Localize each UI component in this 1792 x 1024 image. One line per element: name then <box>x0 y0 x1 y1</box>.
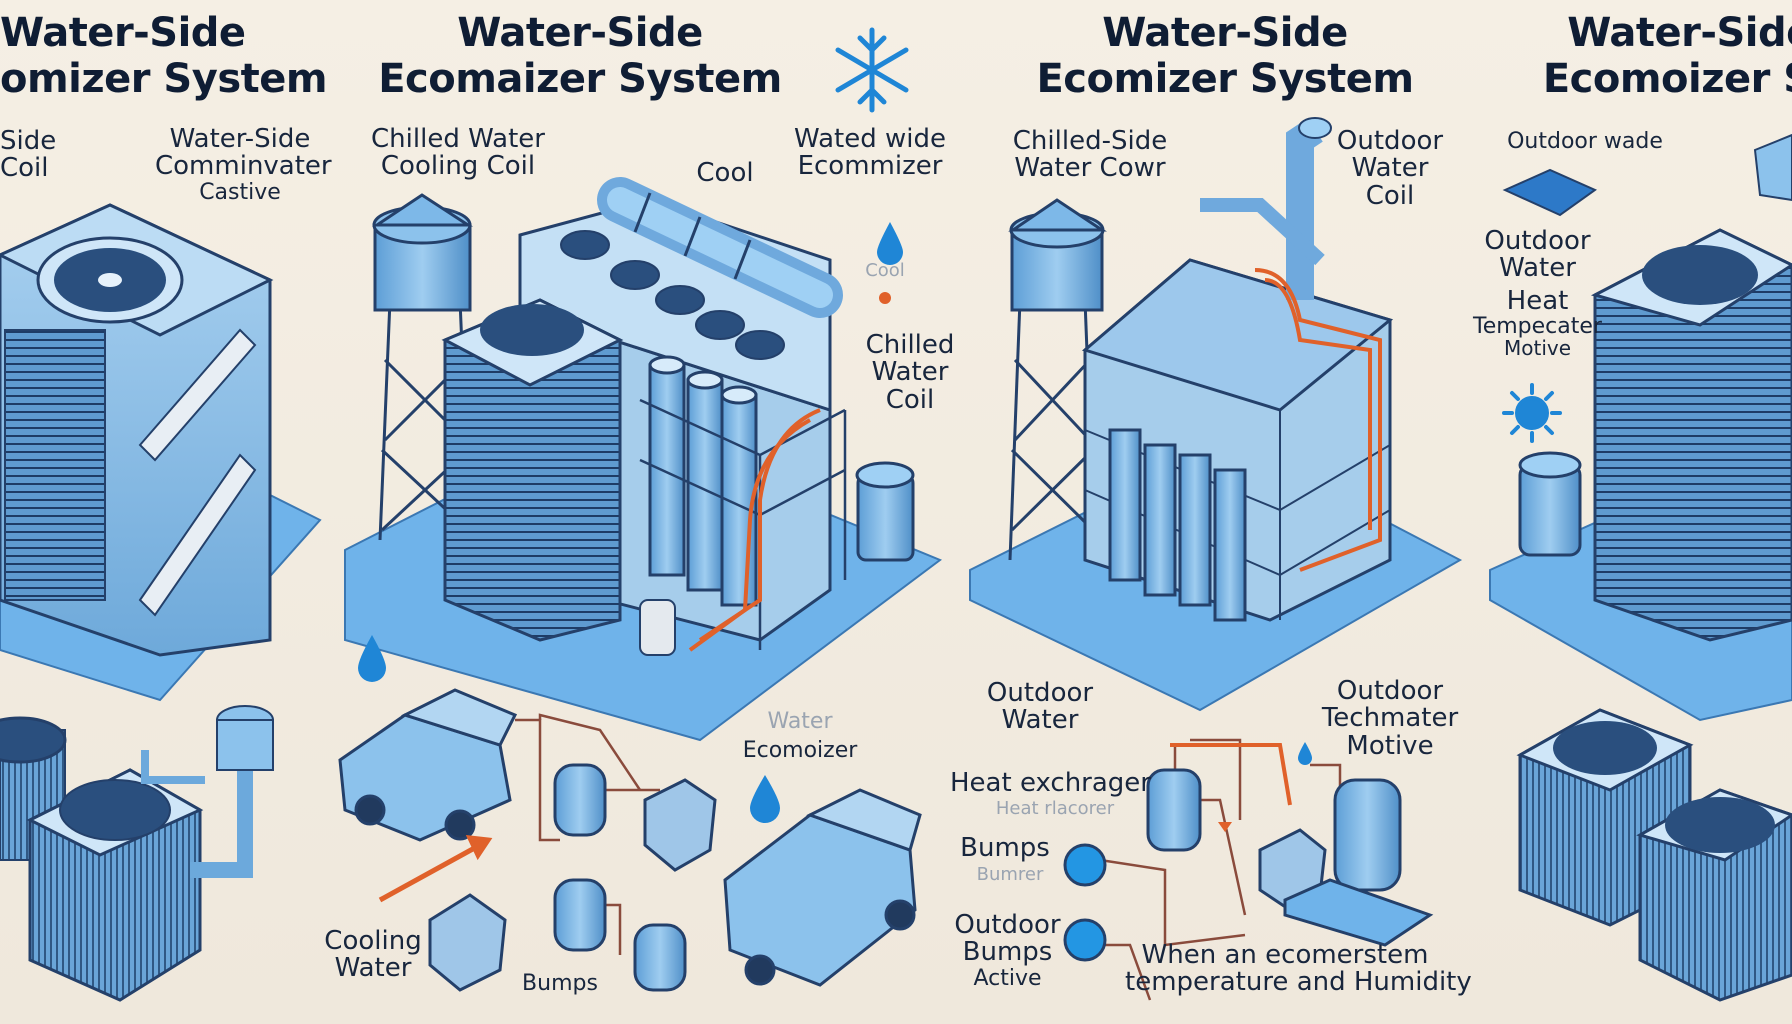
p3-outdoor-techmater-line-2: Techmater <box>1321 703 1459 734</box>
panel-3-title-line-1: Water-Side <box>1102 10 1348 56</box>
p3-outdoor-water-label: Outdoor Water <box>980 678 1100 736</box>
orange-dot <box>879 292 891 304</box>
p4-outdoor-water-line-2: Water <box>1499 253 1576 284</box>
p1-comminvater-line-1: Water-Side <box>169 124 311 154</box>
panel-1-title-line-2: omizer System <box>0 56 328 102</box>
p3-outdoor-techmater-label: Outdoor Techmater Motive <box>1315 676 1465 761</box>
p3-bumps-label: Bumps <box>960 833 1050 863</box>
p3-outdoor-water-coil-line-2: Water <box>1351 153 1429 184</box>
p3-outdoor-water-coil-label: Outdoor Water Coil <box>1330 126 1450 211</box>
p4-outdoor-water-line-1: Outdoor <box>1484 226 1591 256</box>
p4-outdoor-wade-label: Outdoor wade <box>1507 129 1663 154</box>
p4-outdoor-water-label: Outdoor Water <box>1480 226 1595 284</box>
p2-water-economizer-label: Water Ecomoizer <box>720 710 880 762</box>
p3-chilled-side-line-1: Chilled-Side <box>1012 126 1168 156</box>
p2-water-economizer-line-1: Water <box>767 709 833 734</box>
p3-outdoor-bumps-line-2: Bumps <box>962 937 1053 968</box>
sun-icon <box>1502 383 1562 443</box>
p4-heat-temp-line-1: Heat <box>1506 286 1569 316</box>
p2-wated-wide-line-2: Ecommizer <box>797 151 943 182</box>
panel-4-artwork <box>1489 133 1792 1002</box>
water-drop-icon <box>358 222 1312 823</box>
p2-wated-wide-label: Wated wide Ecommizer <box>785 124 955 182</box>
p1-side-coil-label: Side Coil <box>0 126 60 184</box>
p2-cooling-water-line-1: Cooling <box>324 926 422 956</box>
p3-when-line-2: temperature and Humidity <box>1125 967 1472 998</box>
p3-outdoor-water-line-1: Outdoor <box>986 678 1094 708</box>
p2-chilled-water-cooling-line-2: Cooling Coil <box>380 151 536 182</box>
panel-4-title-line-1: Water-Side <box>1567 10 1792 56</box>
panel-1-title: Water-Side omizer System <box>0 10 328 102</box>
panel-1-title-line-1: Water-Side <box>0 10 246 56</box>
p1-comminvater-line-2: Comminvater <box>155 151 332 182</box>
panel-1-artwork <box>0 203 322 1002</box>
p3-outdoor-water-line-2: Water <box>1001 705 1079 736</box>
p2-cooling-water-line-2: Water <box>334 953 412 984</box>
p2-cool-label: Cool <box>696 158 754 188</box>
p3-outdoor-water-coil-line-3: Coil <box>1365 180 1415 211</box>
p1-side-coil-line-2: Coil <box>0 153 49 184</box>
p2-cool-small-label: Cool <box>865 260 905 281</box>
p3-chilled-side-label: Chilled-Side Water Cowr <box>1005 126 1175 184</box>
p2-chilled-water-cooling-label: Chilled Water Cooling Coil <box>368 124 548 182</box>
p4-heat-temp-line-2: Tempecater <box>1473 314 1602 340</box>
p3-chilled-side-line-2: Water Cowr <box>1014 153 1166 184</box>
panel-2-artwork <box>338 177 943 992</box>
panel-4-title-line-2: Ecomoizer Sy <box>1542 56 1792 102</box>
p3-outdoor-bumps-label: Outdoor Bumps Active <box>950 910 1065 991</box>
p2-chilled-water-coil-line-2: Water <box>871 357 949 388</box>
p1-side-coil-line-1: Side <box>0 126 57 156</box>
p2-cooling-water-label: Cooling Water <box>318 926 428 984</box>
p1-comminvater-label: Water-Side Comminvater Castive <box>155 124 332 205</box>
p3-outdoor-techmater-line-3: Motive <box>1346 730 1434 761</box>
p2-wated-wide-line-1: Wated wide <box>794 124 946 154</box>
p3-heat-faint-label: Heat rlacorer <box>995 798 1115 819</box>
p3-outdoor-bumps-line-3: Active <box>973 965 1042 991</box>
p4-heat-temp-label: Heat Tempecater Motive <box>1470 286 1605 361</box>
panel-3-title: Water-Side Ecomizer System <box>1015 12 1435 100</box>
p3-outdoor-water-coil-line-1: Outdoor <box>1336 126 1444 156</box>
p2-bumps-label: Bumps <box>522 971 598 996</box>
pump-circles <box>1063 843 1107 962</box>
p3-outdoor-bumps-line-1: Outdoor <box>954 910 1061 940</box>
p3-bumps-faint-label: Bumrer <box>976 864 1044 885</box>
p4-heat-temp-line-3: Motive <box>1503 336 1572 361</box>
p2-chilled-water-coil-label: Chilled Water Coil <box>855 330 965 415</box>
panel-4-title: Water-Side Ecomoizer Sy <box>1500 12 1792 100</box>
p2-chilled-water-cooling-line-1: Chilled Water <box>371 124 545 154</box>
p3-heat-exchanger-label: Heat exchrager <box>950 768 1151 798</box>
panel-2-title-line-2: Ecomaizer System <box>378 56 782 102</box>
panel-2-title-line-1: Water-Side <box>457 10 703 56</box>
panel-3-artwork <box>969 117 1463 1001</box>
p3-when-label: When an ecomerstem temperature and Humid… <box>1125 940 1472 998</box>
p1-comminvater-line-3: Castive <box>199 179 281 205</box>
p3-when-line-1: When an ecomerstem <box>1141 940 1429 970</box>
p3-outdoor-techmater-line-1: Outdoor <box>1336 676 1444 706</box>
p2-chilled-water-coil-line-1: Chilled <box>865 330 955 360</box>
p2-water-economizer-line-2: Ecomoizer <box>742 738 858 764</box>
panel-2-title: Water-Side Ecomaizer System <box>370 12 790 100</box>
snowflake-icon <box>835 27 909 113</box>
panel-3-title-line-2: Ecomizer System <box>1036 56 1414 102</box>
p2-chilled-water-coil-line-3: Coil <box>885 384 935 415</box>
